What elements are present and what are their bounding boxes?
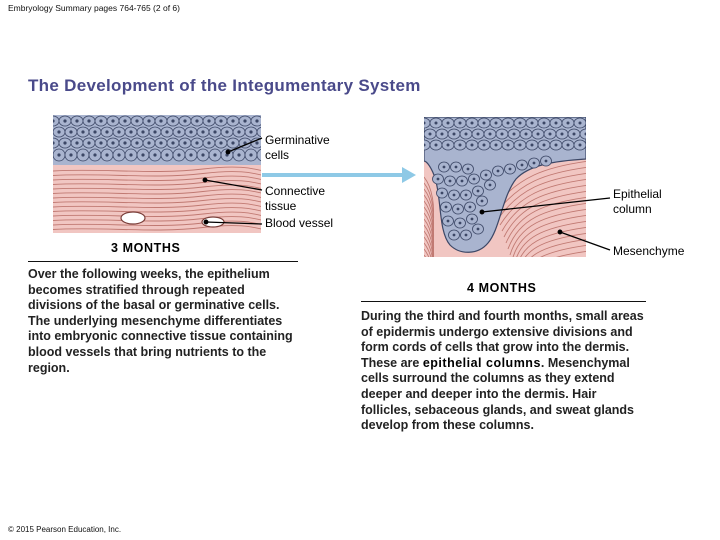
epithelial-column-shape [424,117,586,253]
left-fibers [53,166,261,231]
label-mesenchyme: Mesenchyme [613,244,685,258]
term-epithelial-columns: epithelial columns [422,355,541,370]
label-connective-tissue: Connective tissue [265,184,326,213]
skin-3-months-illustration [53,115,261,233]
label-epithelial-column: Epithelial column [613,187,662,216]
copyright-footer: © 2015 Pearson Education, Inc. [8,525,122,534]
left-epidermis-cells [53,115,261,162]
skin-4-months-illustration [424,117,586,257]
right-divider [361,301,646,302]
label-blood-vessel: Blood vessel [265,216,334,230]
right-months-label: 4 MONTHS [467,281,537,295]
right-epidermis-cells [424,117,586,241]
right-paragraph: During the third and fourth months, smal… [361,309,644,433]
slide-header: Embryology Summary pages 764-765 (2 of 6… [8,3,180,13]
label-germinative-cells: Germinative cells [265,133,330,162]
left-paragraph: Over the following weeks, the epithelium… [28,267,293,375]
left-months-label: 3 MONTHS [111,241,181,255]
left-divider [28,261,298,262]
slide-title: The Development of the Integumentary Sys… [28,76,421,95]
